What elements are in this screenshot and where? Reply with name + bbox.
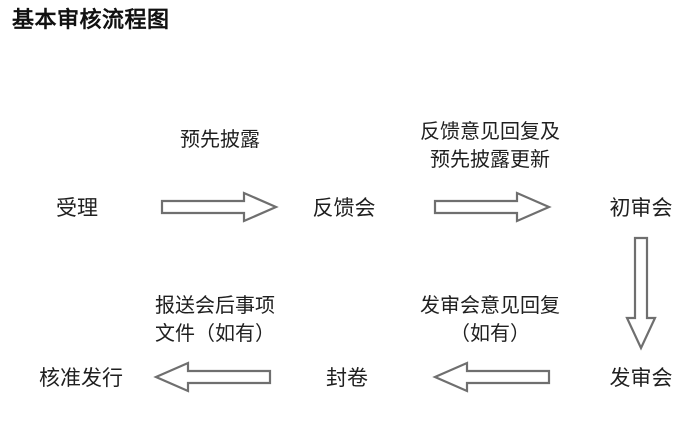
- arrow-down-chushenhui-to-fashenhui: [625, 236, 657, 351]
- flow-node-fengjuan[interactable]: 封卷: [326, 365, 368, 390]
- edge-label-pre-disclosure: 预先披露: [180, 126, 260, 154]
- edge-label-issuance-committee-reply: 发审会意见回复 （如有）: [420, 292, 560, 347]
- arrow-left-fengjuan-to-hezhun: [153, 361, 272, 393]
- arrow-right-shouli-to-fankuihui: [160, 191, 279, 223]
- arrow-right-fankuihui-to-chushenhui: [433, 191, 552, 223]
- edge-label-post-meeting-documents: 报送会后事项 文件（如有）: [155, 292, 275, 347]
- flow-node-fashenhui[interactable]: 发审会: [609, 365, 673, 390]
- edge-label-line: 发审会意见回复: [420, 293, 560, 317]
- arrow-left-fashenhui-to-fengjuan: [432, 361, 551, 393]
- edge-label-line: （如有）: [450, 320, 530, 345]
- flow-node-fankuihui[interactable]: 反馈会: [312, 195, 376, 220]
- edge-label-feedback-reply-and-update: 反馈意见回复及 预先披露更新: [420, 118, 560, 173]
- edge-label-line: 预先披露: [180, 127, 260, 151]
- edge-label-line: 文件（如有）: [155, 320, 275, 345]
- flow-node-hezhun-faxing[interactable]: 核准发行: [39, 365, 123, 390]
- edge-label-line: 预先披露更新: [430, 146, 550, 171]
- page-title: 基本审核流程图: [12, 7, 170, 33]
- edge-label-line: 报送会后事项: [155, 293, 275, 317]
- edge-label-line: 反馈意见回复及: [420, 119, 560, 143]
- flow-node-chushenhui[interactable]: 初审会: [609, 195, 673, 220]
- flow-node-shouli[interactable]: 受理: [56, 195, 98, 220]
